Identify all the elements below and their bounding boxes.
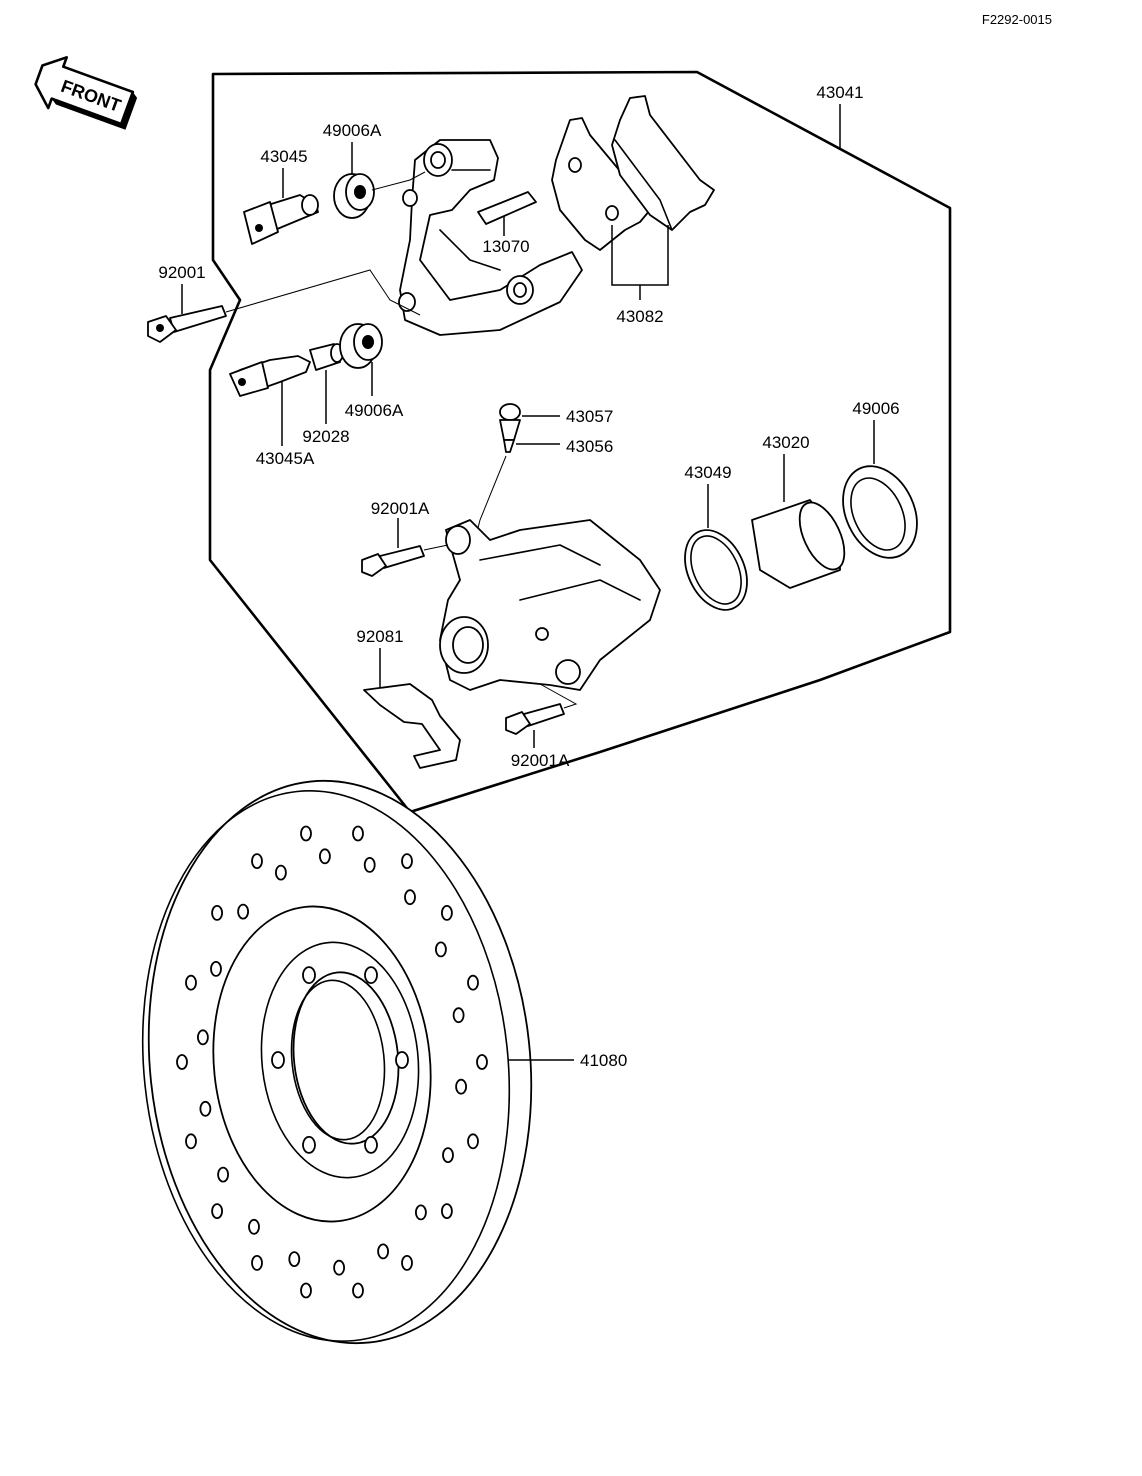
label-41080: 41080	[580, 1051, 627, 1070]
dust-seal-49006	[842, 465, 918, 559]
label-92001a-bottom: 92001A	[511, 751, 570, 770]
disc-hole	[274, 864, 287, 881]
disc-hole	[185, 1133, 197, 1150]
disc-hole	[467, 1133, 479, 1150]
disc-mount-hole	[302, 966, 316, 984]
label-92028: 92028	[302, 427, 349, 446]
label-13070: 13070	[482, 237, 529, 256]
disc-hole	[288, 1251, 301, 1267]
disc-hole	[442, 1147, 454, 1163]
disc-hole	[352, 1282, 364, 1299]
disc-hole	[217, 1166, 230, 1183]
label-49006a-top: 49006A	[323, 121, 382, 140]
disc-hole	[333, 1259, 346, 1276]
caliper-assembly-outline	[208, 70, 952, 814]
disc-hole	[401, 853, 413, 869]
caliper-bracket	[398, 139, 583, 336]
label-43041: 43041	[816, 83, 863, 102]
front-arrow-label: FRONT	[58, 76, 123, 116]
pad-spring-92081	[363, 683, 461, 769]
disc-hole	[196, 1029, 209, 1046]
disc-hole	[185, 974, 197, 991]
label-92001: 92001	[158, 263, 205, 282]
disc-hole	[210, 961, 222, 977]
disc-hole	[211, 1203, 224, 1219]
disc-mount-hole	[364, 1136, 378, 1154]
disc-hole	[211, 905, 224, 921]
front-arrow-icon: FRONT	[34, 56, 138, 130]
disc-hole	[363, 857, 376, 873]
brake-disc-41080	[141, 779, 533, 1345]
disc-hole	[377, 1243, 390, 1260]
disc-hole	[251, 1255, 263, 1271]
disc-hole	[318, 848, 331, 865]
reference-code: F2292-0015	[982, 12, 1052, 27]
disc-holes	[176, 825, 488, 1299]
piston-43020	[751, 499, 846, 589]
label-43057: 43057	[566, 407, 613, 426]
pad-spring-13070	[477, 191, 537, 225]
disc-hole	[248, 1218, 260, 1235]
label-43045a: 43045A	[256, 449, 315, 468]
disc-hole	[251, 853, 263, 869]
slide-pin-43045	[243, 194, 319, 245]
caliper-body	[439, 519, 661, 691]
disc-mount-hole	[364, 966, 378, 984]
label-43045: 43045	[260, 147, 307, 166]
disc-hole	[440, 1203, 453, 1219]
pin-boot-49006a-top	[333, 173, 375, 219]
label-43082: 43082	[616, 307, 663, 326]
label-92001a-top: 92001A	[371, 499, 430, 518]
label-43056: 43056	[566, 437, 613, 456]
disc-hole	[352, 825, 364, 842]
disc-hole	[476, 1054, 488, 1070]
disc-hole	[237, 903, 250, 920]
disc-mount-hole	[302, 1136, 316, 1154]
disc-mount-hole	[395, 1051, 409, 1069]
disc-hole	[401, 1255, 413, 1271]
brake-pads	[551, 95, 715, 251]
bleeder-valve	[499, 403, 521, 453]
label-43020: 43020	[762, 433, 809, 452]
disc-hole	[434, 941, 447, 958]
sleeve-92028	[309, 343, 344, 371]
label-49006a-bottom: 49006A	[345, 401, 404, 420]
disc-hole	[300, 825, 312, 842]
slide-pin-43045a	[229, 355, 311, 397]
piston-seal-43049	[684, 529, 748, 611]
disc-hole	[440, 905, 453, 921]
disc-hole	[414, 1204, 427, 1221]
label-92081: 92081	[356, 627, 403, 646]
disc-hole	[176, 1054, 188, 1070]
bolt-92001a-top	[361, 545, 425, 577]
disc-hole	[199, 1100, 212, 1117]
disc-hole	[467, 974, 479, 991]
bolt-92001a-bottom	[505, 703, 565, 735]
bolt-92001	[147, 305, 227, 343]
pin-boot-49006a-bottom	[339, 323, 383, 369]
label-43049: 43049	[684, 463, 731, 482]
disc-hole	[452, 1007, 465, 1024]
disc-hole	[300, 1282, 312, 1299]
label-49006: 49006	[852, 399, 899, 418]
disc-hole	[404, 889, 416, 906]
disc-hole	[455, 1078, 468, 1095]
disc-mount-hole	[271, 1051, 285, 1069]
